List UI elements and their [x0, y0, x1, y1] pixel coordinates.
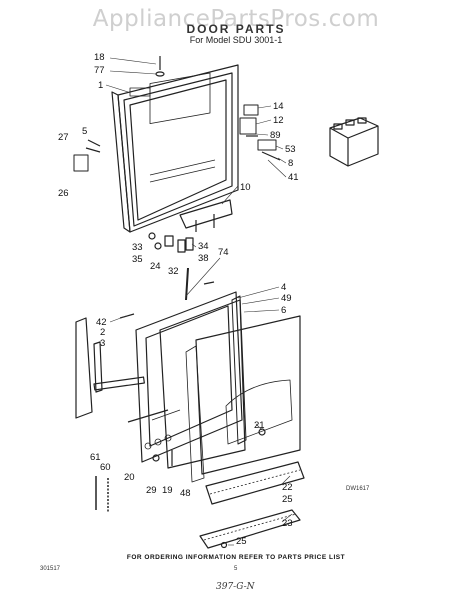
callout-27: 27: [58, 132, 69, 143]
callout-48: 48: [180, 488, 191, 499]
callout-23: 23: [282, 518, 293, 529]
callout-4: 4: [281, 282, 286, 293]
callout-24: 24: [150, 261, 161, 272]
kick-panel: [199, 461, 305, 549]
callout-77: 77: [94, 65, 105, 76]
callout-89: 89: [270, 130, 281, 141]
callout-2: 2: [100, 327, 105, 338]
callout-3: 3: [100, 338, 105, 349]
callout-60: 60: [100, 462, 111, 473]
callout-19: 19: [162, 485, 173, 496]
document-code: 301517: [40, 566, 61, 572]
door-gasket: [159, 295, 247, 469]
hinge-bracket: [179, 199, 233, 232]
callout-18: 18: [94, 52, 105, 63]
callout-38: 38: [198, 253, 209, 264]
callout-14: 14: [273, 101, 284, 112]
callout-61: 61: [90, 452, 101, 463]
callout-12: 12: [273, 115, 284, 126]
callout-10: 10: [240, 182, 251, 193]
left-side-trim: [75, 313, 145, 419]
callout-1: 1: [98, 80, 103, 91]
callout-29: 29: [146, 485, 157, 496]
callout-33: 33: [132, 242, 143, 253]
diagram-code: DW1617: [346, 486, 370, 492]
control-strip: [127, 409, 169, 423]
callout-6: 6: [281, 305, 286, 316]
inner-door-panel: [111, 64, 239, 233]
callout-49: 49: [281, 293, 292, 304]
diagram-subtitle: For Model SDU 3001-1: [189, 35, 283, 45]
callout-labels: 18 77 1 27 5 26 14 12 89 53 8 41 10 33 3…: [58, 52, 299, 547]
callout-25b: 25: [236, 536, 247, 547]
knob-assembly: [73, 139, 101, 172]
watermark: AppliancePartsPros.com: [92, 6, 380, 32]
outer-door-panel: [185, 315, 301, 483]
small-parts: [148, 232, 194, 253]
callout-8: 8: [288, 158, 293, 169]
callout-21: 21: [254, 420, 265, 431]
callout-42: 42: [96, 317, 107, 328]
callout-20: 20: [124, 472, 135, 483]
callout-53: 53: [285, 144, 296, 155]
latch-assembly: [239, 104, 281, 161]
diagram-title: DOOR PARTS: [186, 22, 286, 36]
callout-26: 26: [58, 188, 69, 199]
ordering-note: FOR ORDERING INFORMATION REFER TO PARTS …: [126, 554, 346, 561]
spring-screw: [95, 476, 109, 512]
callout-22: 22: [282, 482, 293, 493]
handwritten-note: 397-G-N: [216, 582, 255, 592]
outer-door-frame: [135, 291, 243, 463]
page-mark: 5: [234, 566, 238, 572]
callout-35: 35: [132, 254, 143, 265]
callout-74: 74: [218, 247, 229, 258]
small-screws: [152, 450, 173, 466]
silverware-basket: [329, 117, 379, 167]
rod: [185, 267, 215, 301]
callout-41: 41: [288, 172, 299, 183]
callout-32: 32: [168, 266, 179, 277]
callout-5: 5: [82, 126, 87, 137]
callout-34: 34: [198, 241, 209, 252]
screw-washer: [155, 56, 165, 77]
callout-25a: 25: [282, 494, 293, 505]
